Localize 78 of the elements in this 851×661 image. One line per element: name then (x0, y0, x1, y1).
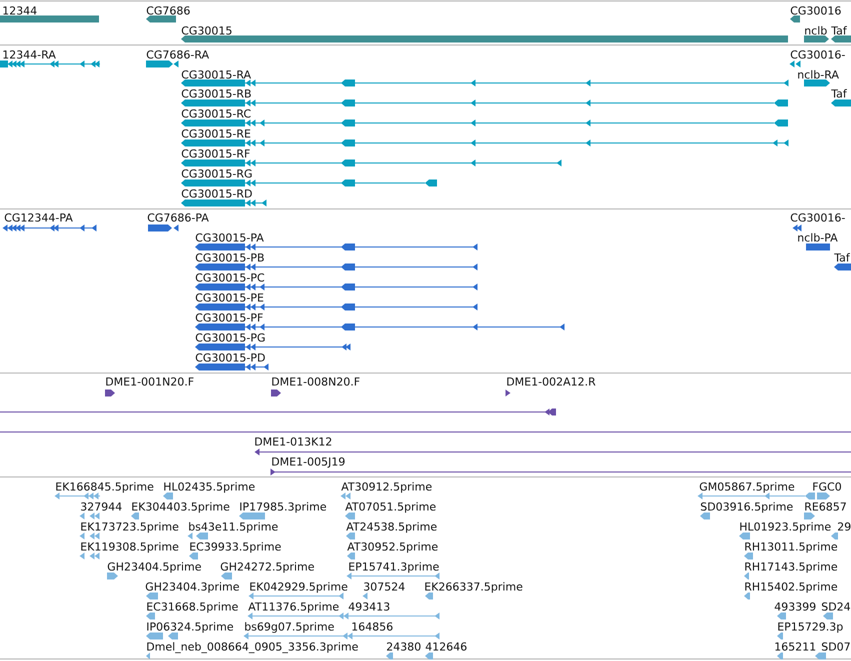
feature-label: EK173723.5prime (81, 522, 178, 533)
feature-label: 165211 (775, 642, 816, 651)
feature-label: 493413 (348, 602, 390, 611)
feature-label: IP06324.5prime (147, 622, 233, 633)
feature-label: RE6857 (805, 502, 846, 511)
feature-label: EK042929.5prime (250, 582, 348, 593)
feature-label: HL02435.5prime (164, 482, 255, 493)
feature-label: DME1-002A12.R (507, 377, 596, 386)
feature-label: 412646 (426, 642, 466, 651)
feature-label: bs43e11.5prime (189, 522, 278, 533)
feature-label: DME1-013K12 (255, 437, 332, 446)
feature-label: CG30015-RB (182, 89, 251, 98)
feature-label: CG7686 (146, 6, 190, 15)
feature-label: Taf (834, 253, 850, 262)
feature-label: CG30016- (790, 213, 845, 222)
feature-label: 29 (838, 522, 850, 531)
feature-label: SD24 (822, 602, 850, 611)
feature-label: EK304403.5prime (132, 502, 230, 513)
feature-label: SD03916.5prime (700, 502, 793, 513)
feature-label: CG30015-RA (182, 70, 251, 79)
feature-label: IP17985.3prime (240, 502, 326, 513)
feature-label: 164856 (352, 622, 392, 631)
feature-label: 12344-RA (3, 50, 56, 59)
feature-label: CG12344-PA (4, 213, 73, 222)
feature-label: nclb-RA (798, 70, 839, 79)
feature-label: AT11376.5prime (248, 602, 339, 613)
feature-label: DME1-001N20.F (106, 377, 194, 386)
feature-label: CG30016 (790, 6, 841, 15)
feature-label: 12344 (3, 6, 37, 15)
feature-label: CG30015-PE (196, 293, 264, 302)
feature-label: EP15741.3prime (349, 562, 439, 573)
feature-label: CG7686-RA (146, 50, 209, 59)
feature-label: CG30015-RE (182, 129, 250, 138)
feature-label: DME1-005J19 (272, 457, 345, 468)
feature-label: AT30952.5prime (347, 542, 438, 553)
feature-label: Taf (831, 89, 847, 98)
feature-label: GH23404.3prime (146, 582, 239, 593)
feature-label: AT24538.5prime (346, 522, 437, 533)
feature-label: 493399 (774, 602, 816, 611)
feature-label: Dmel_neb_008664_0905_3356.3prime (147, 642, 358, 654)
feature-label: GH24272.5prime (220, 562, 314, 573)
feature-label: AT30912.5prime (341, 482, 432, 493)
feature-label: CG30016- (790, 50, 845, 59)
feature-label: CG30015-PB (196, 253, 264, 262)
feature-label: CG30015-RC (182, 109, 251, 118)
feature-label: CG30015-PC (196, 273, 264, 282)
feature-label: RH17143.5prime (745, 562, 838, 573)
feature-label: 307524 (364, 582, 405, 591)
feature-label: EC39933.5prime (190, 542, 281, 553)
feature-label: bs69g07.5prime (245, 622, 334, 633)
feature-label: EK266337.5prime (425, 582, 522, 593)
feature-label: CG30015-RG (182, 169, 252, 178)
feature-label: CG30015-PF (196, 313, 263, 322)
feature-label: nclb-PA (798, 233, 838, 242)
feature-label: RH15402.5prime (745, 582, 838, 593)
feature-label: 24380 (387, 642, 420, 651)
feature-label: nclb (805, 26, 827, 35)
feature-label: EC31668.5prime (147, 602, 238, 613)
feature-label: CG30015 (182, 26, 232, 35)
feature-label: CG30015-PD (196, 353, 265, 362)
feature-label: CG30015-RF (182, 149, 250, 158)
feature-label: CG30015-PG (196, 333, 265, 342)
feature-label: Taf (831, 26, 847, 35)
feature-label: GH23404.5prime (108, 562, 201, 573)
feature-label: FGC0 (813, 482, 841, 491)
feature-label: GM05867.5prime (700, 482, 794, 493)
feature-label: CG7686-PA (148, 213, 209, 222)
feature-label: SD07 (822, 642, 850, 651)
feature-label: EK166845.5prime (56, 482, 154, 493)
feature-label: CG30015-RD (182, 189, 252, 198)
feature-label: EK119308.5prime (81, 542, 178, 553)
feature-label: HL01923.5prime (740, 522, 831, 533)
feature-label: RH13011.5prime (745, 542, 838, 553)
feature-label: DME1-008N20.F (272, 377, 360, 386)
feature-label: 327944 (81, 502, 122, 511)
feature-label: AT07051.5prime (345, 502, 436, 513)
feature-label: EP15729.3p (778, 622, 843, 633)
feature-label: CG30015-PA (196, 233, 264, 242)
